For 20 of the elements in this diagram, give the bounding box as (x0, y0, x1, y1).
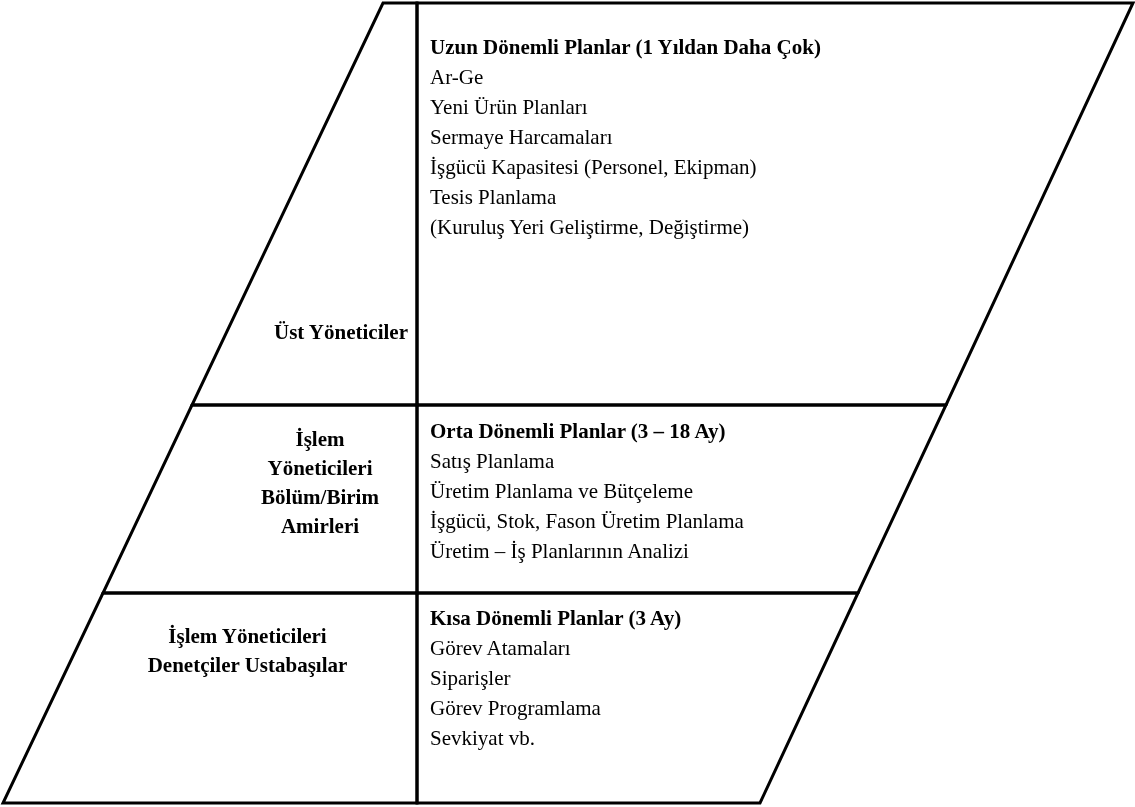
plan-item: Yeni Ürün Planları (430, 94, 588, 121)
plan-item: Görev Programlama (430, 695, 601, 722)
plan-item: Üretim – İş Planlarının Analizi (430, 538, 689, 565)
plan-item: İşgücü Kapasitesi (Personel, Ekipman) (430, 154, 757, 181)
role-label: İşlem Yöneticileri Bölüm/Birim Amirleri (260, 426, 380, 540)
plan-item: Görev Atamaları (430, 635, 571, 662)
plan-item: Sevkiyat vb. (430, 725, 535, 752)
plan-item: Ar-Ge (430, 64, 484, 91)
role-label: İşlem Yöneticileri Denetçiler Ustabaşılar (146, 623, 349, 679)
plan-item: Tesis Planlama (430, 184, 557, 211)
plan-heading: Uzun Dönemli Planlar (1 Yıldan Daha Çok) (430, 34, 821, 61)
plan-item: Satış Planlama (430, 448, 555, 475)
role-label: Üst Yöneticiler (273, 319, 409, 346)
plan-item: İşgücü, Stok, Fason Üretim Planlama (430, 508, 744, 535)
plan-item: Üretim Planlama ve Bütçeleme (430, 478, 693, 505)
plan-item: Siparişler (430, 665, 511, 692)
plan-item: (Kuruluş Yeri Geliştirme, Değiştirme) (430, 214, 750, 241)
plan-item: Sermaye Harcamaları (430, 124, 613, 151)
plan-heading: Orta Dönemli Planlar (3 – 18 Ay) (430, 418, 726, 445)
plan-heading: Kısa Dönemli Planlar (3 Ay) (430, 605, 682, 632)
